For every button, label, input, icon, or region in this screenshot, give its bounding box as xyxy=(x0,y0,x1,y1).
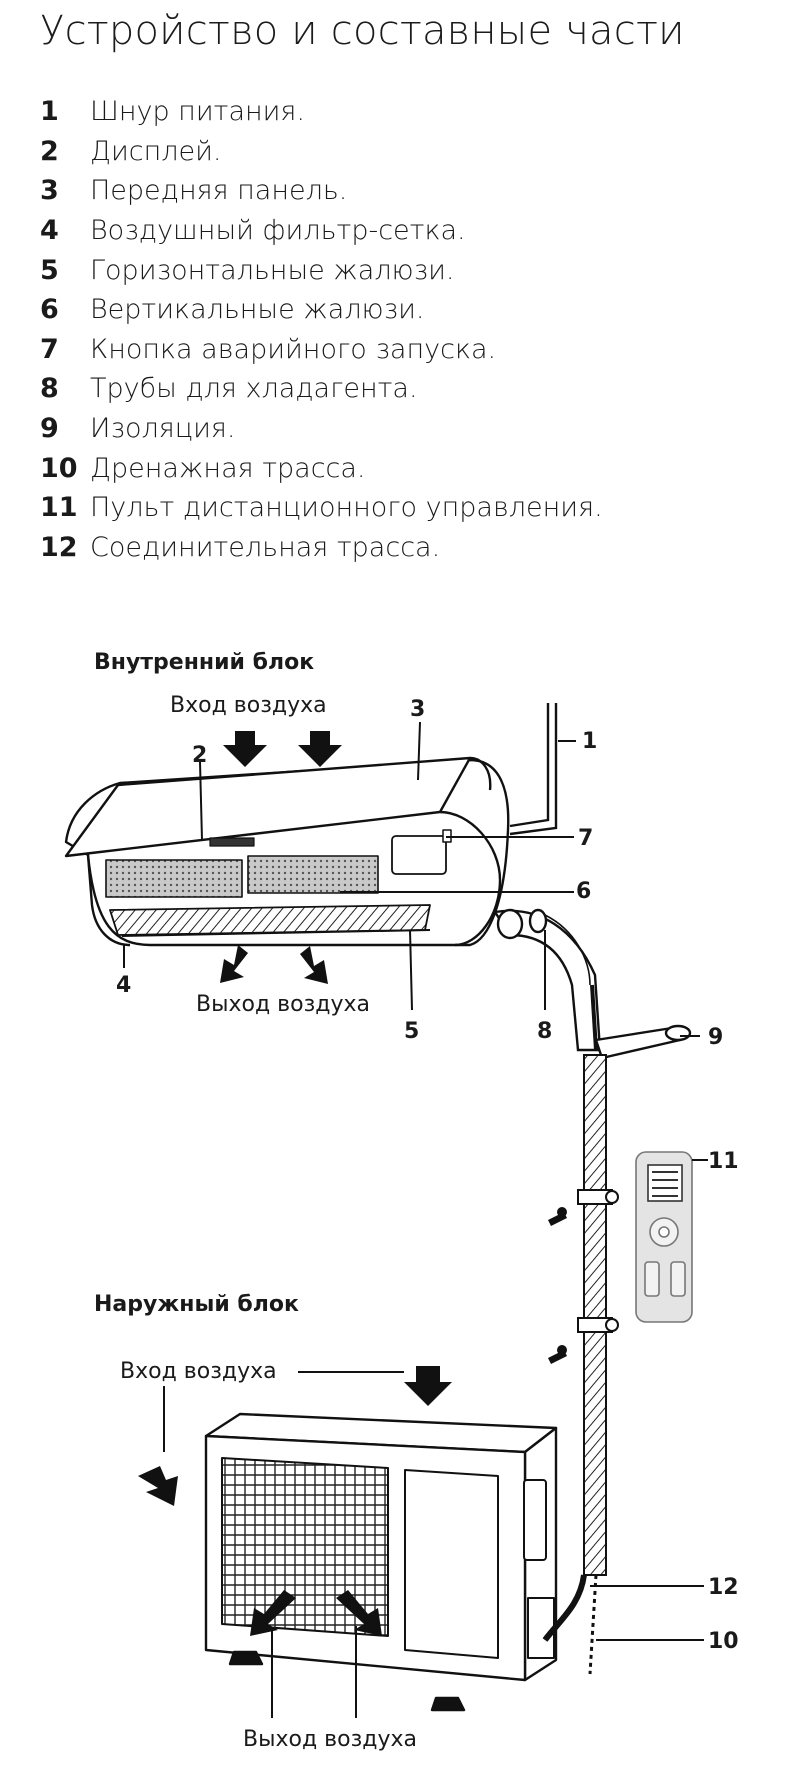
item-number: 7 xyxy=(40,333,59,365)
item-text: Изоляция. xyxy=(90,413,236,445)
item-text: Шнур питания. xyxy=(90,96,305,128)
indoor-unit xyxy=(64,756,510,947)
list-item: 4 Воздушный фильтр-сетка. xyxy=(40,211,603,251)
callout-4: 4 xyxy=(116,973,131,998)
item-text: Кнопка аварийного запуска. xyxy=(90,333,497,365)
indoor-unit-label: Внутренний блок xyxy=(94,650,314,675)
page-title: Устройство и составные части xyxy=(40,8,685,54)
item-text: Вертикальные жалюзи. xyxy=(90,294,425,326)
item-text: Горизонтальные жалюзи. xyxy=(90,254,455,286)
callout-numbers: 1 2 3 4 5 6 7 8 9 10 11 12 xyxy=(116,697,739,1654)
callout-5: 5 xyxy=(404,1019,419,1044)
outdoor-air-in-label: Вход воздуха xyxy=(120,1359,277,1384)
air-out-arrows-outdoor xyxy=(250,1590,382,1636)
item-text: Дренажная трасса. xyxy=(90,452,366,484)
list-item: 8 Трубы для хладагента. xyxy=(40,369,603,409)
list-item: 12 Соединительная трасса. xyxy=(40,528,603,568)
air-in-leader xyxy=(163,1371,404,1452)
item-number: 6 xyxy=(40,294,59,326)
item-text: Воздушный фильтр-сетка. xyxy=(90,215,466,247)
callout-3: 3 xyxy=(410,697,425,722)
item-number: 2 xyxy=(40,135,59,167)
item-number: 1 xyxy=(40,96,59,128)
outdoor-unit xyxy=(204,1412,558,1712)
item-text: Соединительная трасса. xyxy=(90,531,441,563)
item-number: 5 xyxy=(40,254,59,286)
connection-to-valves xyxy=(542,1574,587,1642)
list-item: 9 Изоляция. xyxy=(40,409,603,449)
outdoor-air-out-label: Выход воздуха xyxy=(243,1727,417,1752)
list-item: 3 Передняя панель. xyxy=(40,171,603,211)
indoor-air-out-label: Выход воздуха xyxy=(196,992,370,1017)
air-in-arrows-indoor xyxy=(223,731,342,767)
item-number: 8 xyxy=(40,373,59,405)
item-number: 3 xyxy=(40,175,59,207)
callout-12: 12 xyxy=(708,1575,739,1600)
item-number: 12 xyxy=(40,531,78,563)
list-item: 2 Дисплей. xyxy=(40,132,603,172)
callout-2: 2 xyxy=(192,743,207,768)
item-text: Трубы для хладагента. xyxy=(90,373,418,405)
item-number: 4 xyxy=(40,215,59,247)
wall-clips xyxy=(577,1189,619,1333)
item-number: 9 xyxy=(40,413,59,445)
indoor-air-in-label: Вход воздуха xyxy=(170,693,327,718)
power-cord xyxy=(509,703,558,836)
item-text: Пульт дистанционного управления. xyxy=(90,492,603,524)
outdoor-unit-label: Наружный блок xyxy=(94,1292,299,1317)
refrigerant-pipes xyxy=(492,908,692,1060)
callout-11: 11 xyxy=(708,1149,739,1174)
callout-8: 8 xyxy=(537,1019,552,1044)
list-item: 10 Дренажная трасса. xyxy=(40,448,603,488)
air-in-arrows-outdoor xyxy=(138,1366,452,1506)
list-item: 1 Шнур питания. xyxy=(40,92,603,132)
callout-10: 10 xyxy=(708,1629,739,1654)
item-number: 10 xyxy=(40,452,78,484)
remote-control xyxy=(635,1151,693,1323)
callout-1: 1 xyxy=(582,729,597,754)
wall-screw-icon xyxy=(548,1207,567,1364)
item-number: 11 xyxy=(40,492,78,524)
list-item: 5 Горизонтальные жалюзи. xyxy=(40,250,603,290)
connection-route xyxy=(583,1054,607,1576)
callout-leaders xyxy=(123,721,708,1641)
item-text: Дисплей. xyxy=(90,135,222,167)
callout-9: 9 xyxy=(708,1025,723,1050)
parts-list: 1 Шнур питания. 2 Дисплей. 3 Передняя панел… xyxy=(40,92,603,567)
list-item: 7 Кнопка аварийного запуска. xyxy=(40,330,603,370)
list-item: 11 Пульт дистанционного управления. xyxy=(40,488,603,528)
air-out-leaders xyxy=(271,1626,357,1718)
air-out-arrows-indoor xyxy=(220,945,328,984)
callout-6: 6 xyxy=(576,879,591,904)
list-item: 6 Вертикальные жалюзи. xyxy=(40,290,603,330)
item-text: Передняя панель. xyxy=(90,175,348,207)
callout-7: 7 xyxy=(578,826,593,851)
drain-line xyxy=(588,1574,598,1675)
